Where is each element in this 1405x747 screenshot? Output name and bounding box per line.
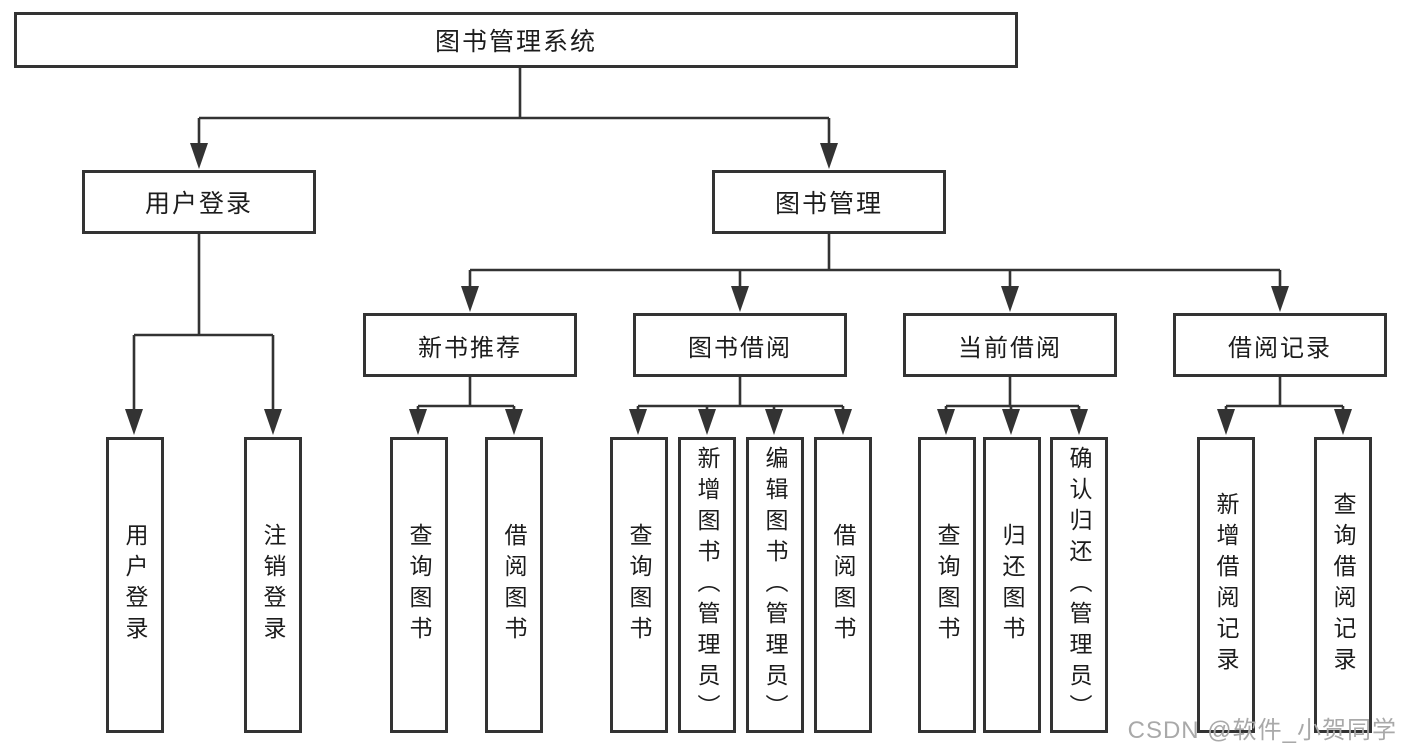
node-borrowing-records: 借阅记录 [1173,313,1387,377]
leaf-edit-book-admin: 编辑图书（管理员） [746,437,804,733]
node-label: 新增图书（管理员） [694,445,720,725]
leaf-query-books-current: 查询图书 [918,437,976,733]
node-label: 借阅图书 [830,523,856,647]
node-label: 借阅图书 [501,523,527,647]
leaf-return-books: 归还图书 [983,437,1041,733]
node-label: 用户登录 [122,523,148,647]
node-user-login: 用户登录 [82,170,316,234]
leaf-query-books-recommend: 查询图书 [390,437,448,733]
node-label: 编辑图书（管理员） [762,445,788,725]
node-new-book-recommendation: 新书推荐 [363,313,577,377]
node-label: 新增借阅记录 [1213,492,1239,678]
csdn-watermark: CSDN @软件_小贺同学 [1127,717,1397,744]
node-book-borrowing: 图书借阅 [633,313,847,377]
node-label: 新书推荐 [418,334,522,362]
leaf-borrow-books-borrowing: 借阅图书 [814,437,872,733]
node-label: 归还图书 [999,523,1025,647]
node-label: 图书管理系统 [434,28,597,56]
node-current-borrowing: 当前借阅 [903,313,1117,377]
node-label: 用户登录 [144,190,253,218]
leaf-logout: 注销登录 [244,437,302,733]
node-label: 查询图书 [934,523,960,647]
leaf-add-borrow-record: 新增借阅记录 [1197,437,1255,733]
node-label: 图书借阅 [688,334,792,362]
node-label: 确认归还（管理员） [1066,445,1092,725]
leaf-query-borrow-record: 查询借阅记录 [1314,437,1372,733]
node-library-management-system: 图书管理系统 [14,12,1018,68]
node-label: 查询借阅记录 [1330,492,1356,678]
leaf-query-books-borrowing: 查询图书 [610,437,668,733]
leaf-confirm-return-admin: 确认归还（管理员） [1050,437,1108,733]
node-label: 注销登录 [260,523,286,647]
node-book-management: 图书管理 [712,170,946,234]
leaf-add-book-admin: 新增图书（管理员） [678,437,736,733]
node-label: 借阅记录 [1228,334,1332,362]
leaf-borrow-books-recommend: 借阅图书 [485,437,543,733]
node-label: 当前借阅 [958,334,1062,362]
node-label: 图书管理 [774,190,883,218]
node-label: 查询图书 [626,523,652,647]
leaf-user-login: 用户登录 [106,437,164,733]
node-label: 查询图书 [406,523,432,647]
